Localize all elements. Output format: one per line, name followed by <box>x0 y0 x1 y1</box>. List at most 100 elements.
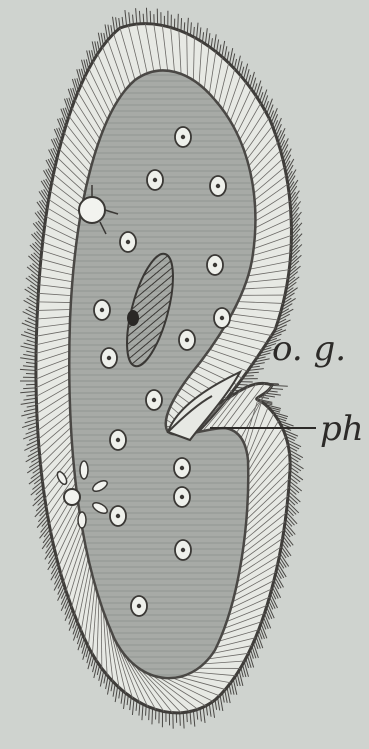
cilium <box>209 704 211 717</box>
food-vacuole <box>175 127 191 147</box>
micronucleus <box>127 310 139 326</box>
cilium <box>24 409 37 412</box>
cilium <box>25 419 37 423</box>
cilium <box>257 633 262 648</box>
cilium <box>132 699 134 715</box>
cilium <box>125 10 127 26</box>
cilium <box>290 474 300 482</box>
cilium <box>23 354 36 356</box>
oral-groove-label: o. g. <box>272 329 346 369</box>
cilium <box>28 450 39 456</box>
cilium <box>113 684 115 697</box>
cilium <box>116 17 118 30</box>
cilium <box>27 298 38 305</box>
cilium <box>83 644 88 659</box>
food-vacuole <box>207 255 223 275</box>
cilium <box>31 471 41 479</box>
food-vacuole <box>110 430 126 450</box>
cilium <box>29 276 39 284</box>
cilium <box>253 643 258 658</box>
food-vacuole <box>110 506 126 526</box>
cilium <box>222 41 225 57</box>
food-vacuole <box>147 170 163 190</box>
cilium <box>149 707 150 720</box>
cilium <box>150 11 151 24</box>
cilium <box>262 90 267 105</box>
cilium <box>23 366 36 367</box>
food-vacuole <box>131 596 147 616</box>
cilium <box>267 99 273 114</box>
cilium <box>183 713 184 729</box>
cilium <box>288 495 298 504</box>
cilium <box>124 693 126 709</box>
cilium <box>249 652 254 667</box>
cilium <box>200 708 201 721</box>
pharynx-label: ph <box>320 409 364 449</box>
cilium <box>20 369 36 370</box>
cilium <box>78 635 83 650</box>
cilium <box>23 312 37 319</box>
cilium <box>139 703 140 716</box>
cilium <box>203 707 205 723</box>
food-vacuole <box>174 487 190 507</box>
cilium <box>146 8 147 24</box>
cilium <box>32 481 42 489</box>
cilium <box>69 616 75 631</box>
food-vacuole <box>179 330 195 350</box>
cilium <box>217 39 219 52</box>
cilium <box>187 18 188 34</box>
cilium <box>27 464 40 473</box>
cilium <box>21 412 37 416</box>
cilium <box>29 461 40 468</box>
cilium <box>208 33 210 46</box>
cilium <box>21 346 37 350</box>
cilium <box>23 433 38 439</box>
cilium <box>20 358 36 360</box>
cilium <box>130 697 131 710</box>
cilium <box>30 265 40 273</box>
food-vacuole <box>210 176 226 196</box>
cilium <box>115 686 117 702</box>
cilium <box>28 287 39 294</box>
cilium <box>270 388 283 389</box>
cilium <box>142 704 143 720</box>
cilium <box>105 24 108 40</box>
cilium <box>190 22 191 35</box>
cilium <box>200 27 201 40</box>
cilium <box>181 18 182 31</box>
cilium <box>197 23 198 39</box>
cilium <box>214 34 216 50</box>
cilium <box>21 402 37 405</box>
cilium <box>36 502 45 511</box>
cilium <box>265 393 281 395</box>
food-vacuole <box>101 348 117 368</box>
cilium <box>24 443 38 450</box>
cilium <box>218 698 220 711</box>
cilium <box>227 687 230 703</box>
cilium <box>107 679 110 695</box>
cilium <box>212 702 214 718</box>
cilium <box>178 14 179 30</box>
cilium <box>73 625 78 640</box>
food-vacuole <box>120 232 136 252</box>
cilium <box>225 690 227 703</box>
food-vacuole <box>94 300 110 320</box>
food-vacuole <box>214 308 230 328</box>
cilium <box>205 28 207 44</box>
cilium <box>34 492 44 501</box>
cilium <box>26 454 40 462</box>
cilium <box>121 691 123 704</box>
cilium <box>24 343 37 346</box>
cilium <box>24 332 36 336</box>
cilium <box>136 8 137 24</box>
cilium <box>193 711 194 727</box>
cilium <box>220 695 223 711</box>
food-vacuole <box>175 540 191 560</box>
cilium <box>113 17 115 33</box>
cilium <box>180 713 181 726</box>
food-vacuole <box>174 458 190 478</box>
food-vacuole <box>146 390 162 410</box>
cilium <box>290 464 301 471</box>
cilium <box>129 12 130 25</box>
